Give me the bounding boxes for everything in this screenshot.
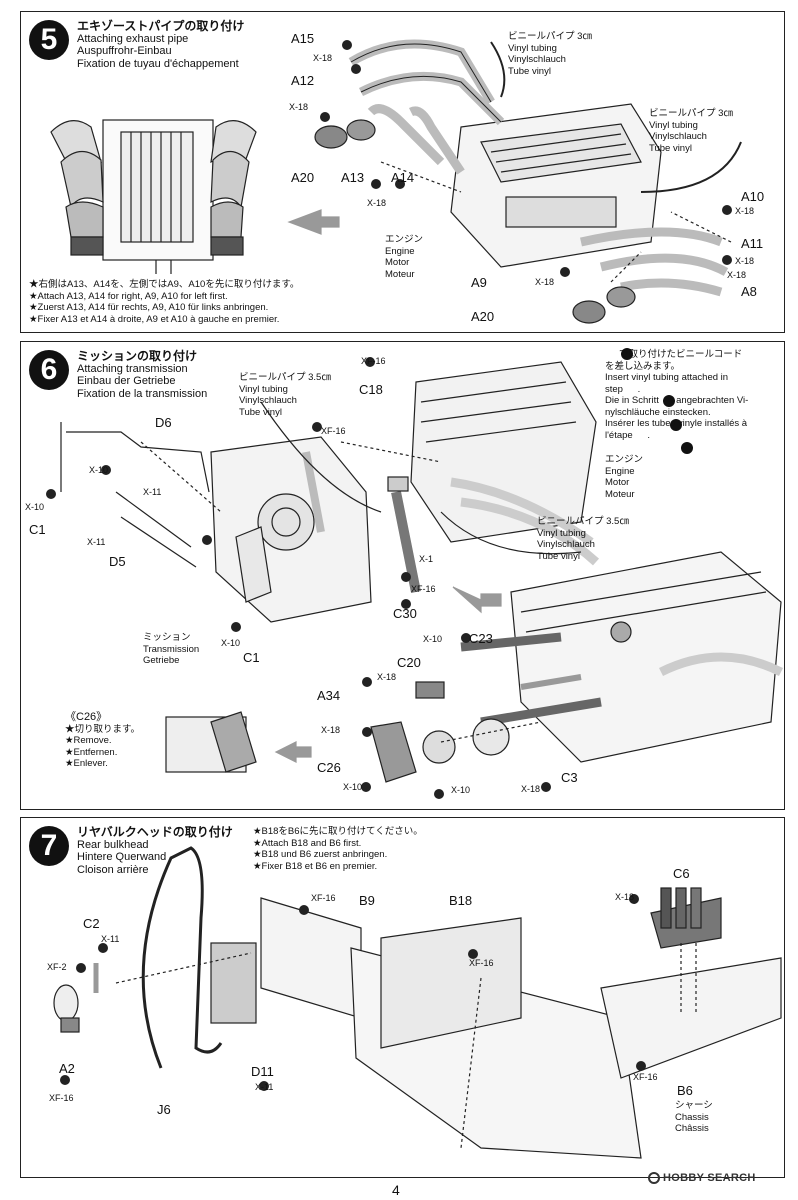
insert-vinyl-note: で取り付けたビニールコード を差し込みます。 Insert vinyl tubi…	[605, 349, 749, 441]
step-7-title-fr: Cloison arrière	[77, 863, 149, 876]
screw-label: X-18	[615, 892, 635, 902]
step-6-title-en: Attaching transmission	[77, 362, 188, 375]
part-c26: C26	[317, 760, 341, 775]
watermark: HOBBY SEARCH	[648, 1172, 756, 1185]
part-a20-left: A20	[291, 170, 315, 185]
page-number: 4	[392, 1182, 400, 1198]
part-a12: A12	[291, 73, 315, 88]
part-c2: C2	[83, 916, 100, 931]
screw-label: X-10	[451, 785, 471, 795]
screw-label: X-10	[25, 502, 45, 512]
screw-label: X-18	[535, 277, 555, 287]
part-a15: A15	[291, 31, 315, 46]
screw-label: XF-16	[361, 356, 386, 366]
watermark-logo-icon	[648, 1172, 660, 1185]
part-c1-top: C1	[29, 522, 46, 537]
part-a8: A8	[741, 284, 757, 299]
step-7-titles: リヤバルクヘッドの取り付け Rear bulkhead Hintere Quer…	[77, 826, 233, 876]
part-a20-bottom: A20	[471, 309, 495, 324]
step-7-panel: 7 リヤバルクヘッドの取り付け Rear bulkhead Hintere Qu…	[20, 817, 785, 1178]
screw-label: X-18	[313, 53, 333, 63]
screw-label: XF-16	[49, 1093, 74, 1103]
step-7-title-jp: リヤバルクヘッドの取り付け	[77, 825, 233, 839]
step-7-number: 7	[29, 826, 69, 866]
screw-label: X-18	[735, 256, 755, 266]
screw-label: X-18	[377, 672, 397, 682]
screw-label: X-18	[321, 725, 341, 735]
step-7-title-en: Rear bulkhead	[77, 838, 149, 851]
part-c30: C30	[393, 606, 417, 621]
screw-label: XF-16	[321, 426, 346, 436]
screw-label: X-18	[727, 270, 747, 280]
part-c23: C23	[469, 631, 493, 646]
part-c1-bottom: C1	[243, 650, 260, 665]
step-6-title-fr: Fixation de la transmission	[77, 387, 208, 400]
part-a2: A2	[59, 1061, 75, 1076]
part-c6: C6	[673, 866, 690, 881]
step-5-titles: エキゾーストパイプの取り付け Attaching exhaust pipe Au…	[77, 20, 244, 70]
screw-label: X-10	[89, 465, 109, 475]
screw-label: XF-16	[469, 958, 494, 968]
part-a10: A10	[741, 189, 765, 204]
part-a9: A9	[471, 275, 487, 290]
screw-label: XF-16	[633, 1072, 658, 1082]
step-5-title-fr: Fixation de tuyau d'échappement	[77, 57, 239, 70]
step-6-title-jp: ミッションの取り付け	[77, 349, 198, 363]
step-6-number: 6	[29, 350, 69, 390]
step-6-titles: ミッションの取り付け Attaching transmission Einbau…	[77, 350, 207, 400]
step-5-title-jp: エキゾーストパイプの取り付け	[77, 19, 245, 33]
screw-label: X-18	[367, 198, 387, 208]
part-b6: B6	[677, 1083, 693, 1098]
screw-label: X-11	[255, 1082, 274, 1092]
part-d6: D6	[155, 415, 172, 430]
step-5-title-en: Attaching exhaust pipe	[77, 32, 189, 45]
step-6-illustration	[46, 348, 784, 799]
part-c3: C3	[561, 770, 578, 785]
part-a11: A11	[741, 236, 764, 251]
step-5-notes: ★右側はA13、A14を、左側ではA9、A10を先に取り付けます。★Attach…	[29, 279, 300, 325]
part-b9: B9	[359, 893, 375, 908]
step-5-panel: 5 エキゾーストパイプの取り付け Attaching exhaust pipe …	[20, 11, 785, 333]
screw-label: X-11	[143, 487, 162, 497]
step-7-title-de: Hintere Querwand	[77, 851, 167, 863]
screw-label: X-18	[289, 102, 309, 112]
part-b18: B18	[449, 893, 473, 908]
step-5-number: 5	[29, 20, 69, 60]
part-c18: C18	[359, 382, 383, 397]
screw-label: X-10	[343, 782, 363, 792]
step-7-illustration	[53, 846, 782, 1159]
part-d5: D5	[109, 554, 126, 569]
screw-label: X-10	[423, 634, 443, 644]
part-a34: A34	[317, 688, 341, 703]
part-c20: C20	[397, 655, 421, 670]
step-5-illustration	[50, 39, 742, 324]
part-a13: A13	[341, 170, 365, 185]
step-6-panel: 6 ミッションの取り付け Attaching transmission Einb…	[20, 341, 785, 810]
screw-label: X-10	[221, 638, 241, 648]
screw-label: X-1	[419, 554, 434, 564]
screw-label: X-11	[87, 537, 106, 547]
screw-label: XF-2	[47, 962, 67, 972]
part-a14: A14	[391, 170, 415, 185]
screw-label: XF-16	[311, 893, 336, 903]
step-6-title-de: Einbau der Getriebe	[77, 375, 176, 387]
screw-label: X-11	[101, 934, 120, 944]
part-j6: J6	[157, 1102, 171, 1117]
step-7-notes: ★B18をB6に先に取り付けてください。★Attach B18 and B6 f…	[253, 826, 423, 872]
part-d11: D11	[251, 1064, 274, 1079]
c26-remove-box: 《C26》 ★切り取ります。★Remove. ★Entfernen.★Enlev…	[65, 711, 141, 769]
screw-label: X-18	[735, 206, 755, 216]
screw-label: XF-16	[411, 584, 436, 594]
step-5-title-de: Auspuffrohr-Einbau	[77, 45, 172, 57]
screw-label: X-18	[521, 784, 541, 794]
